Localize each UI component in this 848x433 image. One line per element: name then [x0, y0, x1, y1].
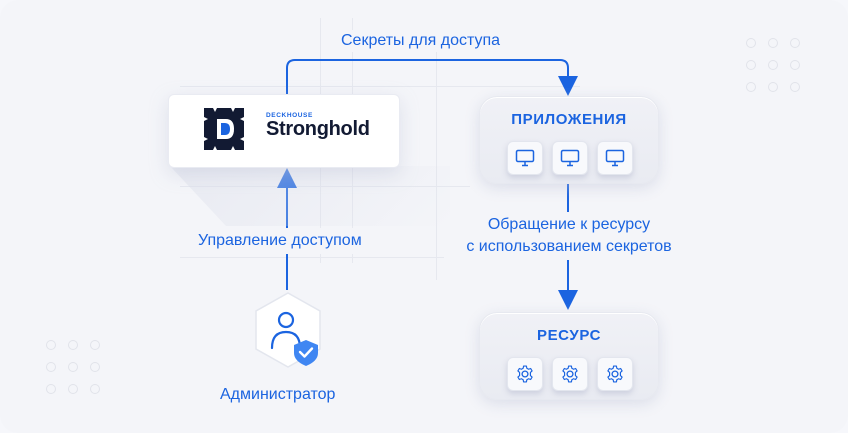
administrator-icon	[255, 292, 321, 368]
label-resource-request-line2: с использованием секретов	[466, 238, 672, 255]
grid-line	[180, 186, 470, 187]
resource-panel: РЕСУРС	[479, 312, 659, 400]
grid-line	[180, 257, 450, 258]
grid-line	[436, 40, 437, 280]
label-secrets-access: Секреты для доступа	[335, 30, 507, 52]
deckhouse-logo-icon	[204, 108, 244, 150]
monitor-icon	[560, 149, 580, 167]
gear-icon	[517, 365, 533, 383]
user-icon	[270, 311, 302, 350]
app-tile	[597, 141, 633, 175]
resource-panel-title: РЕСУРС	[536, 327, 602, 344]
apps-panel-title: ПРИЛОЖЕНИЯ	[511, 111, 627, 128]
label-resource-request: Обращение к ресурсу с использованием сек…	[444, 212, 694, 260]
check-badge-icon	[294, 340, 318, 366]
gear-icon	[607, 365, 623, 383]
brand-small-label: DECKHOUSE	[266, 112, 313, 119]
app-tile	[507, 141, 543, 175]
grid-line	[180, 86, 580, 87]
label-administrator: Администратор	[216, 384, 340, 406]
resource-tile	[597, 357, 633, 391]
monitor-icon	[515, 149, 535, 167]
app-tile	[552, 141, 588, 175]
label-resource-request-line1: Обращение к ресурсу	[487, 216, 651, 233]
gear-icon	[562, 365, 578, 383]
decorative-dots-top-right	[746, 38, 802, 94]
arrow-secrets-to-apps	[286, 59, 578, 96]
apps-panel: ПРИЛОЖЕНИЯ	[479, 96, 659, 184]
brand-name: Stronghold	[266, 118, 370, 140]
label-access-management: Управление доступом	[192, 228, 368, 254]
resource-tile	[507, 357, 543, 391]
card-shadow	[170, 166, 450, 226]
decorative-dots-bottom-left	[46, 340, 102, 396]
monitor-icon	[605, 149, 625, 167]
resource-tile	[552, 357, 588, 391]
